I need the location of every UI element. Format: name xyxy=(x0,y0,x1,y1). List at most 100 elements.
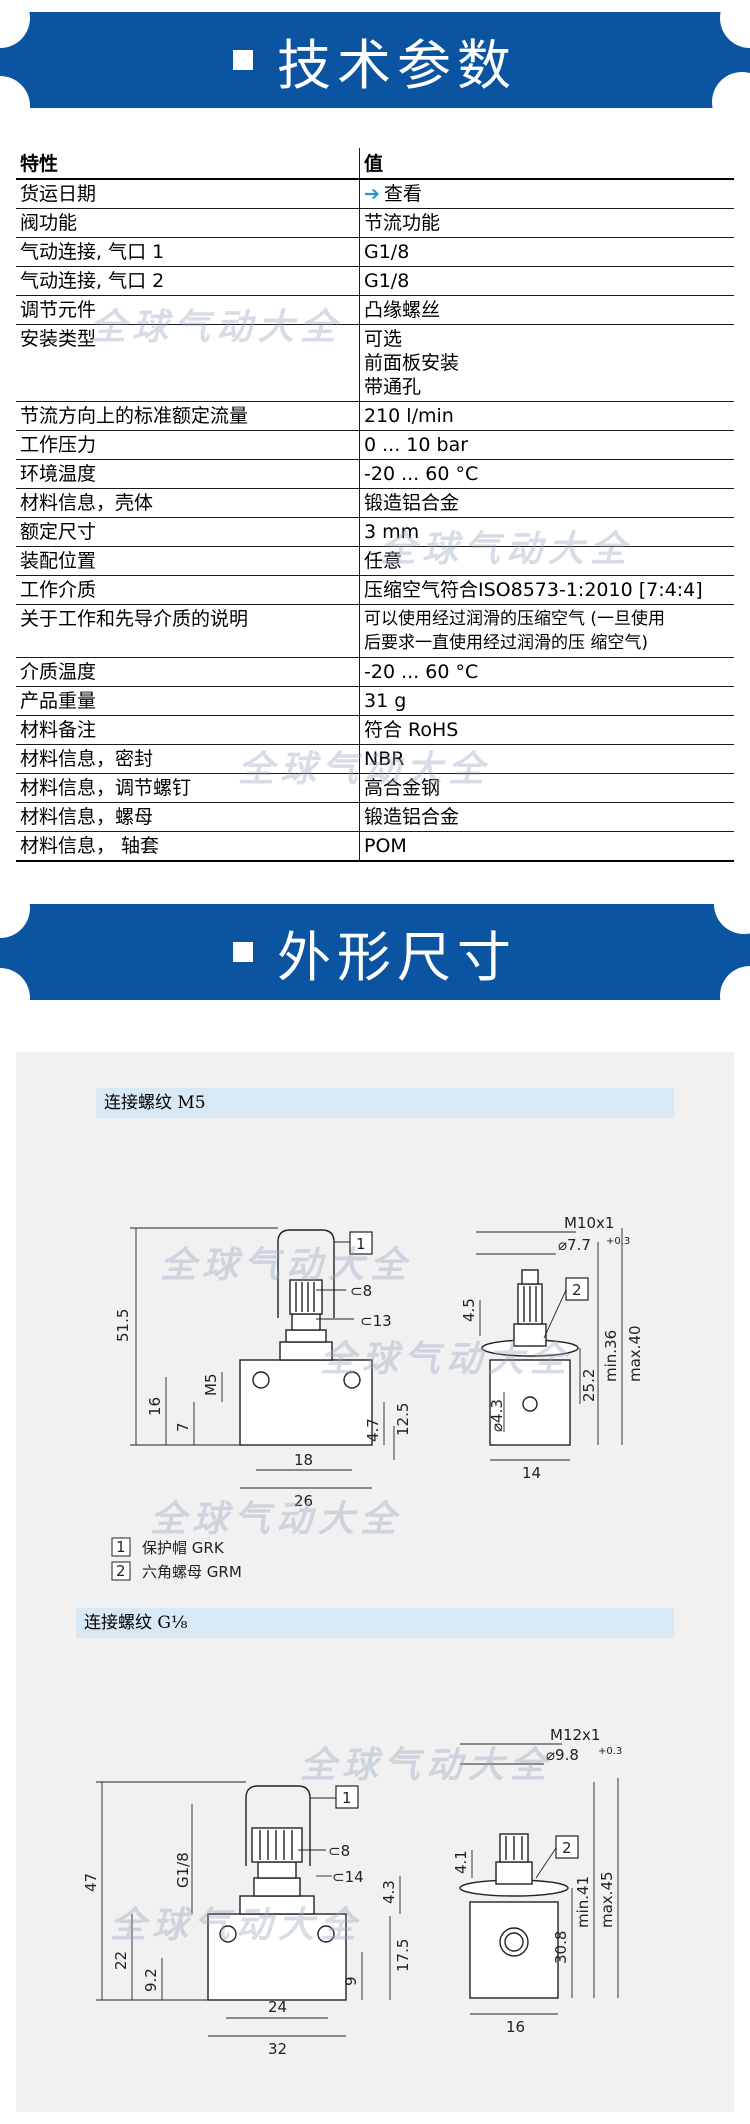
dim-label: 4.1 xyxy=(452,1850,470,1874)
dim-label: min.41 xyxy=(574,1876,592,1928)
dim-label: 16 xyxy=(146,1397,164,1416)
m5-front-body xyxy=(239,1359,373,1446)
spec-value-cell: 压缩空气符合ISO8573-1:2010 [7:4:4] xyxy=(359,575,734,605)
spec-value-cell: 锻造铝合金 xyxy=(359,488,734,518)
spec-value-cell: -20 ... 60 °C xyxy=(359,657,734,687)
legend-box-2 xyxy=(111,1561,131,1581)
arrow-right-icon[interactable]: ➔ xyxy=(364,183,380,205)
callout-box-1 xyxy=(335,1785,359,1809)
spec-value-cell: 符合 RoHS xyxy=(359,715,734,745)
spec-key-cell: 调节元件 xyxy=(16,295,360,325)
table-row: 调节元件凸缘螺丝 xyxy=(16,295,734,325)
dim-label: 51.5 xyxy=(114,1309,132,1342)
spec-value-cell: G1/8 xyxy=(359,237,734,267)
spec-value-cell[interactable]: ➔查看 xyxy=(359,179,734,209)
spec-value-line: -20 ... 60 °C xyxy=(364,463,479,485)
section-title-text: 技术参数 xyxy=(277,33,517,97)
spec-value-line: 节流功能 xyxy=(364,212,441,234)
svg-text:1: 1 xyxy=(356,1235,366,1253)
watermark: 全球气动大全 xyxy=(90,306,343,348)
watermark: 全球气动大全 xyxy=(160,1244,413,1286)
spec-value-line: 210 l/min xyxy=(364,405,454,427)
dim-label: ⊂14 xyxy=(332,1868,364,1886)
dim-label: ⊂13 xyxy=(360,1312,392,1330)
m5-cap xyxy=(277,1229,335,1318)
svg-text:1: 1 xyxy=(116,1538,126,1556)
dim-label: +0.3 xyxy=(598,1746,622,1757)
table-row: 关于工作和先导介质的说明可以使用经过润滑的压缩空气 (一旦使用后要求一直使用经过… xyxy=(16,604,734,658)
spec-value-cell: 高合金钢 xyxy=(359,773,734,803)
svg-text:1: 1 xyxy=(342,1789,352,1807)
g18-side-body xyxy=(469,1901,559,1999)
spec-value-cell: G1/8 xyxy=(359,266,734,296)
table-row: 阀功能节流功能 xyxy=(16,208,734,238)
m5-port-right xyxy=(343,1371,361,1389)
m5-side-body xyxy=(489,1359,571,1446)
spec-key-cell: 工作介质 xyxy=(16,575,360,605)
spec-key-cell: 关于工作和先导介质的说明 xyxy=(16,604,360,658)
dim-label: M10x1 xyxy=(564,1214,614,1232)
spec-value-line: 可以使用经过润滑的压缩空气 (一旦使用 xyxy=(364,609,666,629)
spec-value-line: 可选 xyxy=(364,328,403,350)
legend-box-1 xyxy=(111,1537,131,1557)
dim-label: 12.5 xyxy=(394,1403,412,1436)
spec-value-cell: POM xyxy=(359,831,734,862)
view-link-text[interactable]: 查看 xyxy=(383,183,422,205)
spec-value-line: NBR xyxy=(364,748,405,770)
dim-label: 17.5 xyxy=(394,1939,412,1972)
bullet-square-icon xyxy=(233,50,253,70)
spec-value-cell: 锻造铝合金 xyxy=(359,802,734,832)
g18-section-label: 连接螺纹 G⅛ xyxy=(76,1608,674,1638)
spec-value-cell: 节流功能 xyxy=(359,208,734,238)
dim-label: 24 xyxy=(268,1998,287,2016)
spec-value-line: 3 mm xyxy=(364,521,420,543)
spec-value-line: G1/8 xyxy=(364,241,410,263)
table-row: 材料备注符合 RoHS xyxy=(16,715,734,745)
table-header-row: 特性值 xyxy=(16,148,734,180)
dim-label: 7 xyxy=(174,1422,192,1432)
table-row: 工作介质压缩空气符合ISO8573-1:2010 [7:4:4] xyxy=(16,575,734,605)
section-title: 外形尺寸 xyxy=(0,904,750,1000)
dim-label: +0.3 xyxy=(606,1236,630,1247)
spec-value-line: 31 g xyxy=(364,690,407,712)
bullet-square-icon xyxy=(233,942,253,962)
spec-value-cell: 210 l/min xyxy=(359,401,734,431)
spec-value-line: G1/8 xyxy=(364,270,410,292)
spec-value-line: -20 ... 60 °C xyxy=(364,661,479,683)
callout-box-2 xyxy=(565,1277,589,1301)
spec-value-cell: 3 mm xyxy=(359,517,734,547)
dim-label: G1/8 xyxy=(174,1852,192,1888)
spec-key-cell: 阀功能 xyxy=(16,208,360,238)
legend-text: 保护帽 GRK xyxy=(142,1539,225,1557)
spec-value-line: 锻造铝合金 xyxy=(364,492,460,514)
table-row: 介质温度-20 ... 60 °C xyxy=(16,657,734,687)
g18-front-body xyxy=(207,1913,347,2001)
table-row: 安装类型可选前面板安装带通孔 xyxy=(16,324,734,402)
spec-value-cell: 任意 xyxy=(359,546,734,576)
m5-port-left xyxy=(252,1371,270,1389)
svg-text:2: 2 xyxy=(116,1562,126,1580)
dim-label: M5 xyxy=(202,1374,220,1397)
table-header-cell: 特性 xyxy=(16,148,360,180)
g18-drawing: 1 2 47 G1/8 22 9.2 24 32 9 17.5 4.3 ⊂8 ⊂… xyxy=(82,1726,622,2058)
spec-value-line: 锻造铝合金 xyxy=(364,806,460,828)
section-banner-specs: 技术参数 xyxy=(0,0,750,136)
spec-key-cell: 气动连接, 气口 1 xyxy=(16,237,360,267)
legend-text: 六角螺母 GRM xyxy=(142,1563,242,1581)
spec-value-line: 任意 xyxy=(364,550,403,572)
m5-legend: 1 保护帽 GRK 2 六角螺母 GRM xyxy=(111,1537,242,1581)
table-row: 装配位置任意 xyxy=(16,546,734,576)
section-banner-dims: 外形尺寸 xyxy=(0,874,750,1028)
dim-label: M12x1 xyxy=(550,1726,600,1744)
spec-value-line: 符合 RoHS xyxy=(364,719,459,741)
g18-cap xyxy=(245,1785,311,1866)
spec-value-line: 前面板安装 xyxy=(364,352,460,374)
view-link[interactable]: ➔查看 xyxy=(364,182,730,206)
